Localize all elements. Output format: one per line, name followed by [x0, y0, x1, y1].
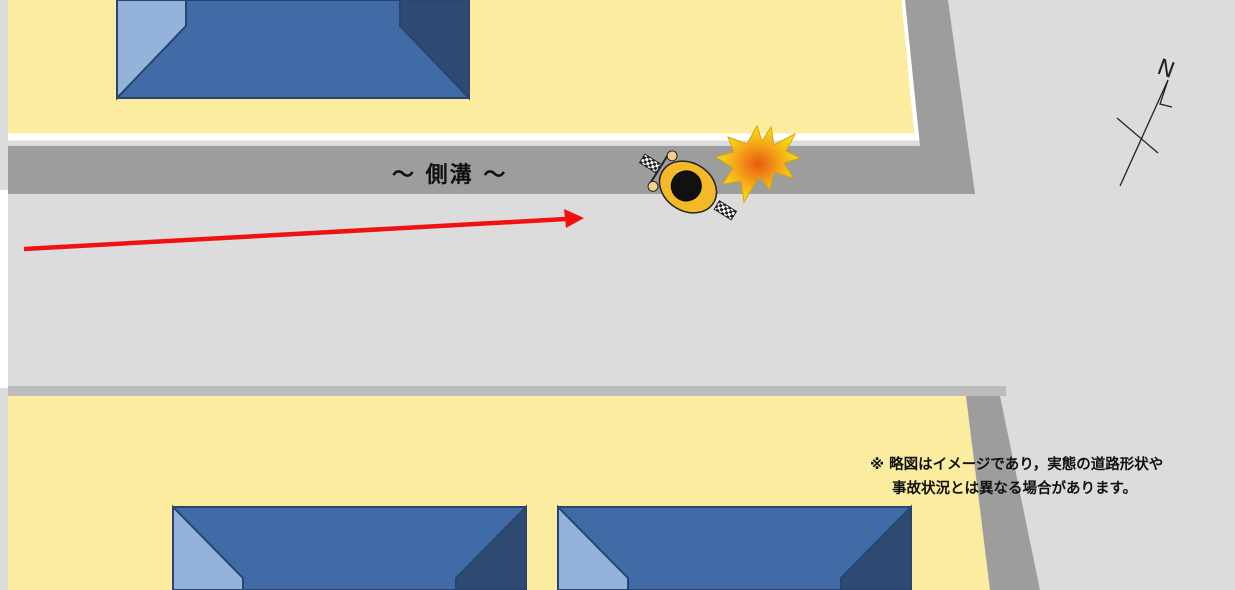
building-bottom-left — [172, 504, 527, 590]
disclaimer-line-2: 事故状況とは異なる場合があります。 — [892, 481, 1138, 497]
building-top — [116, 0, 470, 101]
cyclist — [638, 150, 738, 221]
road-left-edge — [0, 190, 8, 388]
bottom-ditch — [966, 396, 1040, 590]
building-bottom-right — [557, 504, 912, 590]
ditch-label: ～ 側溝 ～ — [392, 163, 508, 188]
travel-direction-arrow — [23, 209, 584, 252]
disclaimer-note: ※ 略図はイメージであり，実態の道路形状や 事故状況とは異なる場合があります。 — [870, 453, 1230, 501]
lot-top-left-curb — [8, 0, 922, 141]
lot-top-right — [948, 0, 1235, 190]
road-bottom-edge — [8, 386, 1006, 396]
impact-star — [714, 124, 802, 204]
side-ditch — [8, 0, 975, 194]
disclaimer-line-1: ※ 略図はイメージであり，実態の道路形状や — [870, 457, 1164, 473]
